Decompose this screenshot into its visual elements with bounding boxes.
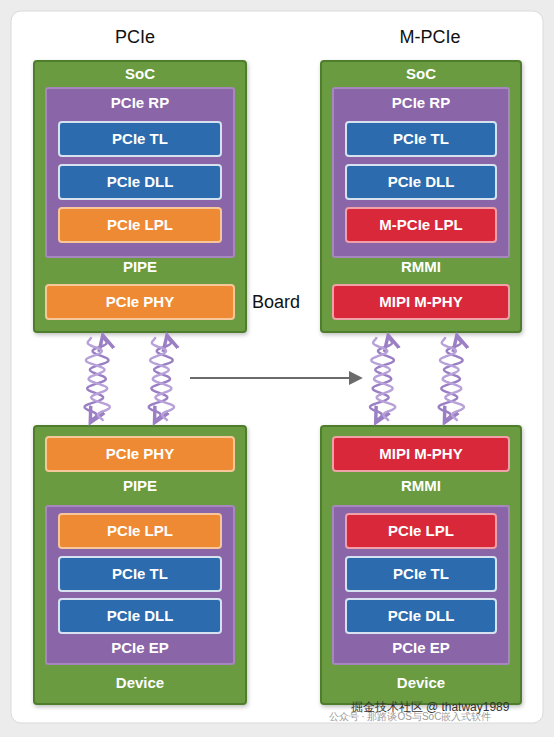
watermark: 公众号 · 那路谈OS与SoC嵌入式软件 xyxy=(329,710,492,724)
layer-box: PCIe DLL xyxy=(345,598,497,634)
port-box: PCIe EP PCIe LPL PCIe TL PCIe DLL xyxy=(332,505,510,665)
box-heading: PIPE xyxy=(35,258,245,276)
box-heading: SoC xyxy=(322,65,520,83)
layer-box: PCIe TL xyxy=(58,556,222,592)
box-heading: Device xyxy=(35,674,245,692)
box-heading: RMMI xyxy=(322,477,520,495)
board-label: Board xyxy=(252,292,300,313)
board-group: SoCPIPEPCIe RPPCIe TLPCIe DLLPCIe LPLPCI… xyxy=(33,60,247,333)
box-label: PCIe LPL xyxy=(107,522,173,540)
pair-strand xyxy=(150,337,174,421)
box-label: PCIe DLL xyxy=(107,173,174,191)
box-heading: PCIe RP xyxy=(47,94,233,112)
pcie-layer-box: PCIe LPL xyxy=(58,207,222,243)
mipi-layer-box: MIPI M-PHY xyxy=(332,436,510,472)
box-heading: PCIe EP xyxy=(334,639,508,657)
mipi-layer-box: PCIe LPL xyxy=(345,513,497,549)
box-label: MIPI M-PHY xyxy=(379,445,462,463)
box-heading: PCIe EP xyxy=(47,639,233,657)
mipi-layer-box: M-PCIe LPL xyxy=(345,207,497,243)
pair-strand xyxy=(440,337,464,421)
box-label: PCIe TL xyxy=(112,130,168,148)
column-heading: PCIe xyxy=(115,27,155,48)
pair-strand xyxy=(85,337,109,421)
twisted-pair-link xyxy=(85,337,110,421)
layer-box: PCIe DLL xyxy=(345,164,497,200)
box-label: PCIe TL xyxy=(112,565,168,583)
layer-box: PCIe TL xyxy=(345,556,497,592)
port-box: PCIe RP PCIe TL PCIe DLL PCIe LPL xyxy=(45,87,235,258)
twisted-pair-link xyxy=(439,337,464,421)
box-label: PCIe DLL xyxy=(388,607,455,625)
port-box: PCIe EP PCIe LPL PCIe TL PCIe DLL xyxy=(45,505,235,665)
pair-strand xyxy=(439,337,463,421)
box-heading: PIPE xyxy=(35,477,245,495)
box-label: PCIe DLL xyxy=(388,173,455,191)
layer-box: PCIe TL xyxy=(58,121,222,157)
column-heading: M-PCIe xyxy=(399,27,460,48)
pair-strand xyxy=(371,337,395,421)
box-label: PCIe DLL xyxy=(107,607,174,625)
box-heading: RMMI xyxy=(322,258,520,276)
pcie-layer-box: PCIe PHY xyxy=(45,284,235,320)
board-group: RMMIDeviceMIPI M-PHYPCIe EPPCIe LPLPCIe … xyxy=(320,425,522,705)
box-label: PCIe TL xyxy=(393,130,449,148)
layer-box: PCIe DLL xyxy=(58,164,222,200)
layer-box: PCIe DLL xyxy=(58,598,222,634)
box-heading: Device xyxy=(322,674,520,692)
transition-arrow xyxy=(190,377,360,379)
twisted-pair-link xyxy=(149,337,174,421)
port-box: PCIe RP PCIe TL PCIe DLL M-PCIe LPL xyxy=(332,87,510,258)
box-heading: SoC xyxy=(35,65,245,83)
pcie-layer-box: PCIe PHY xyxy=(45,436,235,472)
box-label: PCIe TL xyxy=(393,565,449,583)
pair-strand xyxy=(149,337,173,421)
box-label: PCIe LPL xyxy=(107,216,173,234)
box-heading: PCIe RP xyxy=(334,94,508,112)
board-group: PIPE Device PCIe PHY PCIe EP PCIe LPL PCIe TL… xyxy=(33,425,247,705)
box-label: PCIe PHY xyxy=(106,445,174,463)
box-label: M-PCIe LPL xyxy=(379,216,462,234)
box-label: PCIe LPL xyxy=(388,522,454,540)
card xyxy=(11,11,543,723)
box-label: MIPI M-PHY xyxy=(379,293,462,311)
pcie-layer-box: PCIe LPL xyxy=(58,513,222,549)
pair-strand xyxy=(370,337,394,421)
mipi-layer-box: MIPI M-PHY xyxy=(332,284,510,320)
layer-box: PCIe TL xyxy=(345,121,497,157)
box-label: PCIe PHY xyxy=(106,293,174,311)
twisted-pair-link xyxy=(370,337,395,421)
board-group: SoC RMMI PCIe RP PCIe TL PCIe DLL M-PCIe LPL M… xyxy=(320,60,522,333)
pair-strand xyxy=(86,337,110,421)
